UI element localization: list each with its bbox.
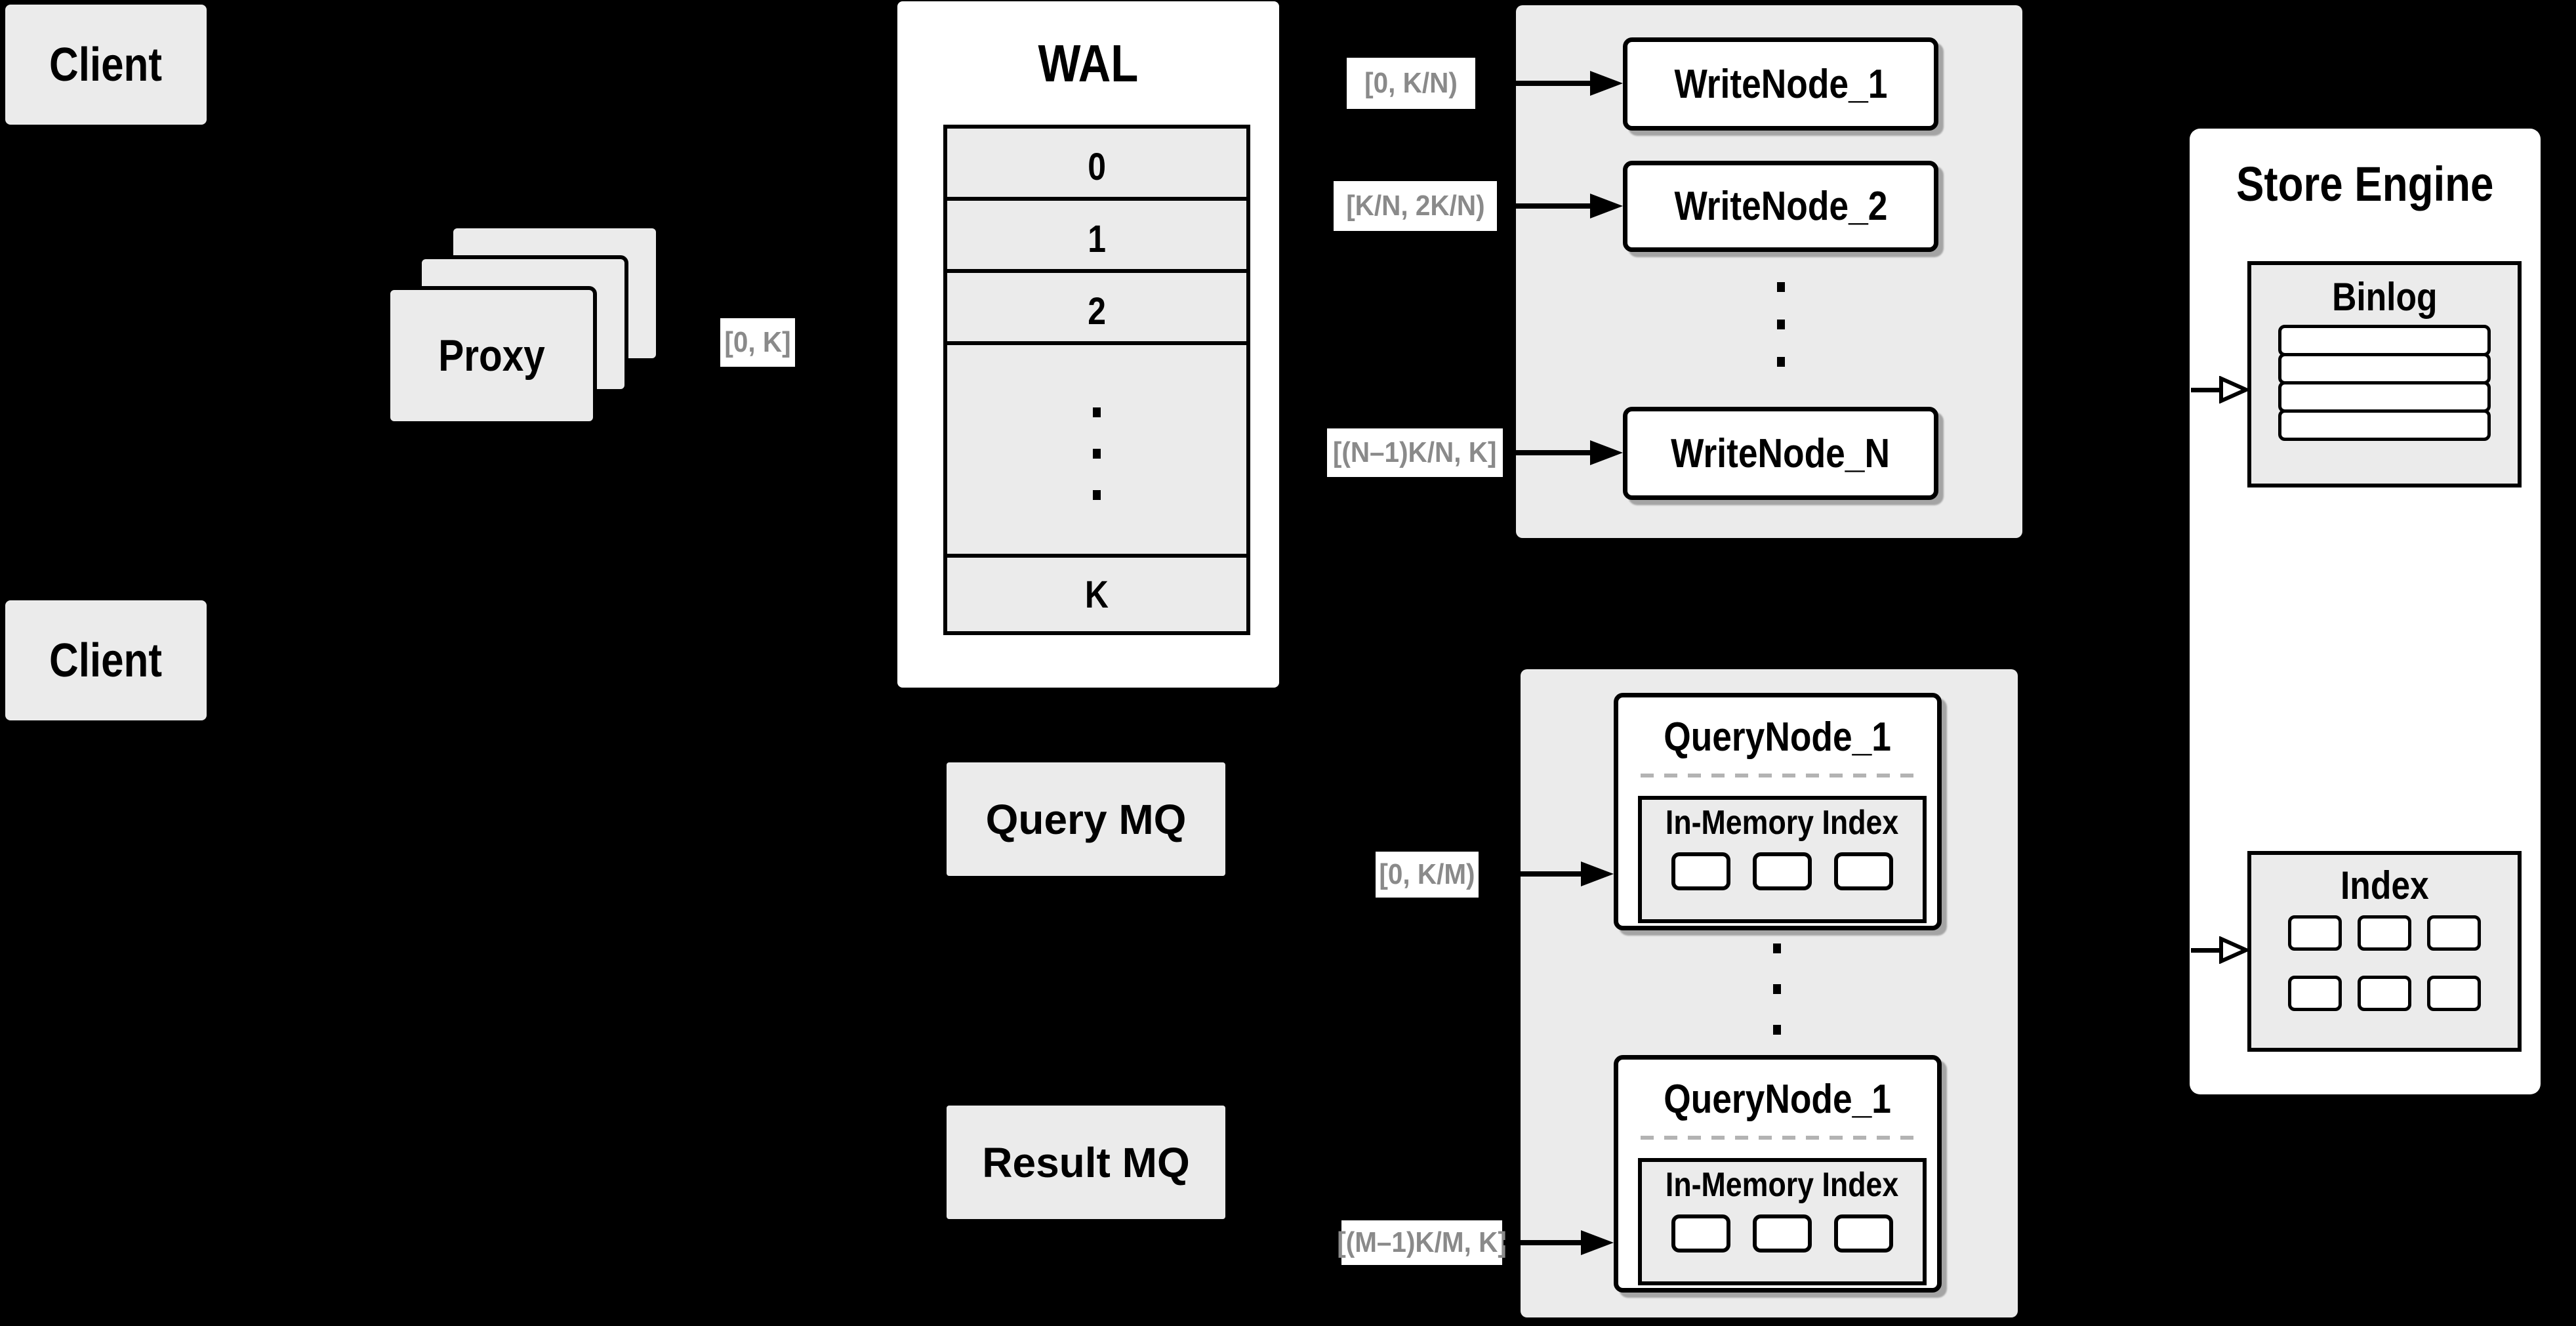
open-arrowhead-icon (2219, 376, 2249, 404)
index-segment (1834, 852, 1893, 890)
query-node-1-title: QueryNode_1 (1664, 714, 1892, 760)
wal-title: WAL (1038, 34, 1139, 93)
client-box-top: Client (5, 5, 207, 125)
store-engine-box: Store Engine Binlog Index (2190, 129, 2541, 1094)
client-top-label: Client (49, 38, 163, 91)
wal-segment-row-0: 0 (943, 125, 1250, 209)
edge-label-mq-to-query-node-m: [(M–1)K/M, K] (1337, 1220, 1507, 1265)
wal-ellipsis-cell (943, 341, 1250, 566)
binlog-title: Binlog (2331, 274, 2438, 319)
write-node-1-box: WriteNode_1 (1623, 37, 1938, 131)
edge-label-wal-to-write-1: [0, K/N) (1347, 58, 1475, 109)
arrowhead-icon (1581, 1230, 1614, 1255)
edge-label-proxy-to-wal: [0, K] (720, 318, 795, 367)
ellipsis-dot (1773, 984, 1781, 994)
query-node-1-box: QueryNode_1 In-Memory Index (1614, 693, 1942, 930)
arrowhead-icon (1590, 71, 1623, 96)
proxy-box-front: Proxy (386, 286, 597, 425)
proxy-label: Proxy (438, 331, 545, 381)
index-segment (1753, 852, 1812, 890)
wal-segment-row-1: 1 (943, 197, 1250, 281)
arrowhead-icon (1590, 440, 1623, 465)
index-segments-row-1 (2251, 915, 2518, 951)
binlog-segments (2251, 325, 2518, 441)
dashed-divider (1641, 1136, 1915, 1140)
write-node-1-label: WriteNode_1 (1674, 61, 1887, 107)
index-cell (2288, 915, 2342, 951)
ellipsis-dot (1093, 407, 1101, 417)
index-segment (1834, 1214, 1893, 1253)
edge-label-wal-to-write-2: [K/N, 2K/N) (1334, 181, 1497, 231)
index-cell (2427, 915, 2481, 951)
binlog-segment (2278, 381, 2491, 413)
ellipsis-dot (1773, 1025, 1781, 1035)
write-node-2-label: WriteNode_2 (1674, 184, 1887, 229)
wal-box: WAL 0 1 2 K (897, 1, 1279, 688)
wal-segment-row-2: 2 (943, 269, 1250, 353)
index-cell (2358, 915, 2411, 951)
binlog-box: Binlog (2247, 261, 2522, 487)
in-memory-index-title-1: In-Memory Index (1666, 804, 1899, 842)
ellipsis-dot (1773, 943, 1781, 953)
ellipsis-dot (1777, 357, 1785, 367)
index-title: Index (2340, 863, 2429, 907)
write-node-2-box: WriteNode_2 (1623, 161, 1938, 252)
result-mq-label: Result MQ (982, 1138, 1190, 1186)
wal-segment-row-k: K (943, 554, 1250, 635)
edge-label-mq-to-query-node-1: [0, K/M) (1376, 852, 1479, 898)
index-box: Index (2247, 851, 2522, 1052)
store-engine-title: Store Engine (2236, 156, 2494, 211)
index-cell (2358, 976, 2411, 1011)
ellipsis-dot (1093, 448, 1101, 459)
dashed-divider (1641, 774, 1915, 777)
in-memory-index-title-2: In-Memory Index (1666, 1166, 1899, 1204)
edge-label-wal-to-write-n: [(N–1)K/N, K] (1327, 428, 1503, 477)
query-mq-label: Query MQ (985, 795, 1187, 843)
index-segment (1671, 852, 1730, 890)
index-cell (2427, 976, 2481, 1011)
query-mq-box: Query MQ (947, 762, 1225, 876)
in-memory-index-box-2: In-Memory Index (1638, 1158, 1927, 1285)
ellipsis-dot (1777, 320, 1785, 329)
arrowhead-icon (1581, 861, 1614, 886)
write-node-n-label: WriteNode_N (1671, 430, 1891, 476)
binlog-segment (2278, 353, 2491, 384)
client-bottom-label: Client (49, 634, 163, 687)
client-box-bottom: Client (5, 600, 207, 720)
ellipsis-dot (1093, 489, 1101, 500)
query-node-m-title: QueryNode_1 (1664, 1076, 1892, 1122)
index-segment (1753, 1214, 1812, 1253)
open-arrowhead-icon (2219, 936, 2249, 964)
binlog-segment (2278, 409, 2491, 441)
index-cell (2288, 976, 2342, 1011)
binlog-segment (2278, 325, 2491, 356)
arrowhead-icon (1590, 194, 1623, 218)
write-node-n-box: WriteNode_N (1623, 407, 1938, 500)
in-memory-index-box-1: In-Memory Index (1638, 796, 1927, 923)
index-segments-row-2 (2251, 976, 2518, 1011)
index-segment (1671, 1214, 1730, 1253)
result-mq-box: Result MQ (947, 1106, 1225, 1219)
query-node-m-box: QueryNode_1 In-Memory Index (1614, 1055, 1942, 1293)
ellipsis-dot (1777, 282, 1785, 292)
